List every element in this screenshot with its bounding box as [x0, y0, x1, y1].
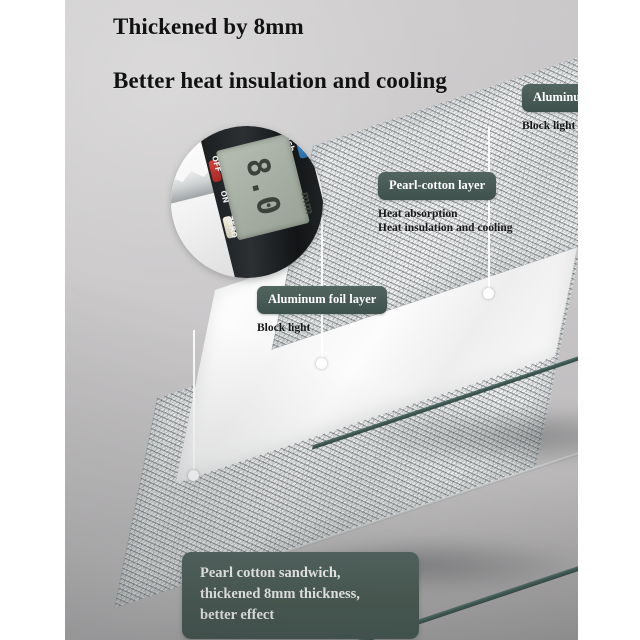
caliper-unit-toggle-button — [294, 135, 309, 160]
caption-line-2: thickened 8mm thickness, — [200, 586, 360, 602]
leader-dot-cotton — [316, 358, 327, 369]
leader-line-foil-bottom — [193, 330, 195, 478]
caption-line-1: Pearl cotton sandwich, — [200, 565, 341, 581]
callout-badge-label: Aluminum foil layer — [522, 84, 578, 112]
callout-description-line-1: Heat absorption — [378, 208, 458, 220]
callout-description-line-1: Block light — [257, 322, 311, 334]
leader-dot-foil-top — [483, 288, 494, 299]
caliper-reading: 8.0 — [238, 153, 288, 220]
callout-badge-label: Pearl-cotton layer — [378, 172, 497, 200]
callout-pearl-cotton: Pearl-cotton layer Heat absorption Heat … — [378, 172, 513, 235]
page-subtitle: Better heat insulation and cooling — [113, 68, 447, 93]
caliper-photo: mm/inch 8.0 mm OFF ON ZERO — [171, 126, 323, 278]
callout-description-line-1: Block light — [522, 120, 576, 132]
content-panel: Thickened by 8mm Better heat insulation … — [65, 0, 578, 640]
caption-line-3: better effect — [200, 607, 275, 623]
leader-dot-foil-bottom — [188, 470, 199, 481]
bottom-caption-box: Pearl cotton sandwich, thickened 8mm thi… — [182, 552, 419, 639]
callout-aluminum-foil-top: Aluminum foil layer Block light — [522, 84, 578, 133]
page-title: Thickened by 8mm — [113, 14, 304, 39]
caliper-unit-label: mm — [298, 190, 317, 216]
callout-badge-label: Aluminum foil layer — [257, 286, 388, 314]
callout-description-line-2: Heat insulation and cooling — [378, 222, 513, 234]
callout-aluminum-foil-bottom: Aluminum foil layer Block light — [257, 286, 388, 335]
leader-line-foil-top — [488, 127, 490, 295]
